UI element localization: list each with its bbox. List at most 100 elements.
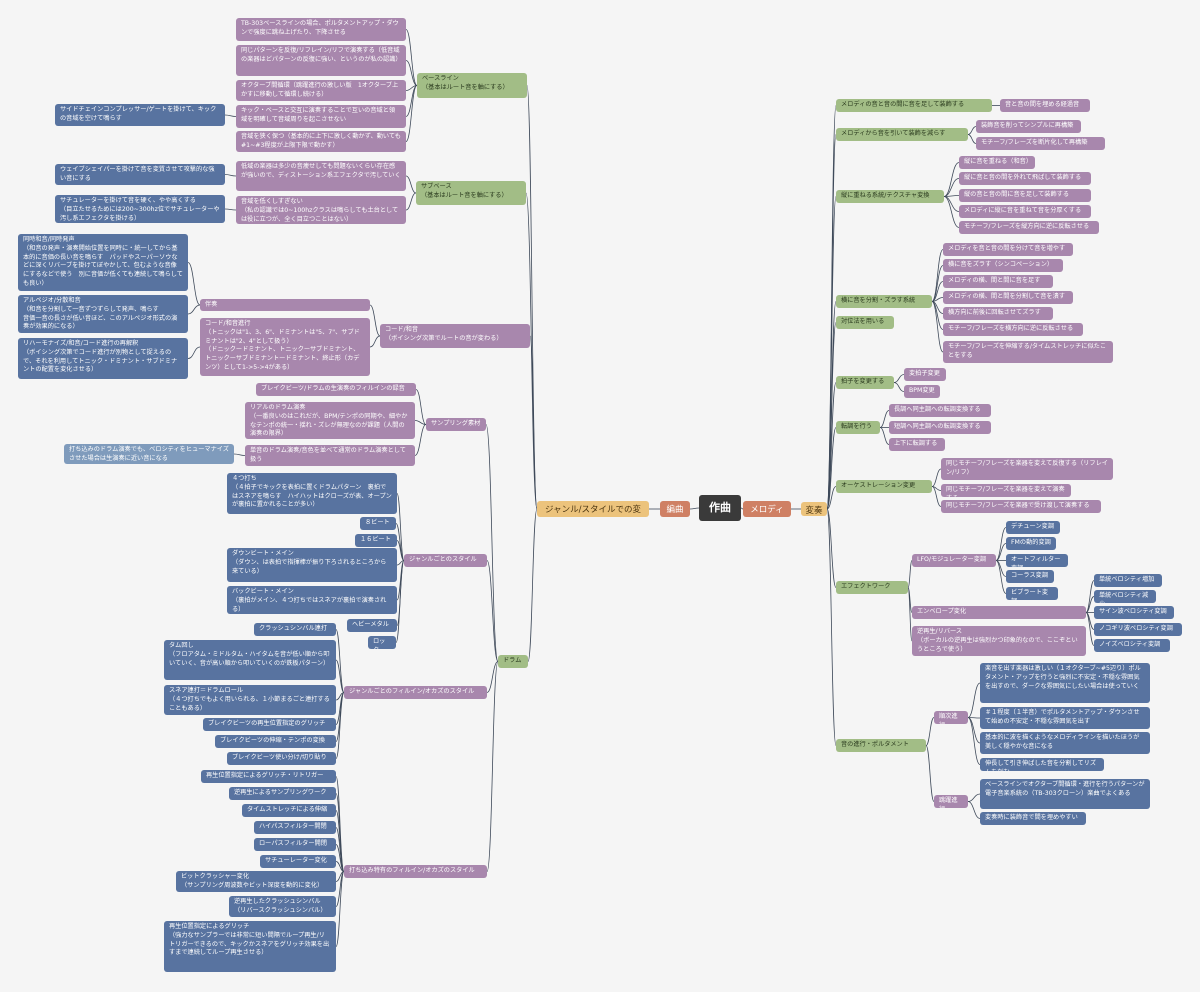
topic-node[interactable]: モチーフ/フレーズを縦方向に逆に反転させる [959,221,1099,234]
topic-node[interactable]: ハイパスフィルター開閉 [254,821,336,834]
topic-node[interactable]: 単統ベロシティ減少 [1094,590,1156,603]
topic-node[interactable]: サチューレーター変化 [260,855,336,868]
topic-node[interactable]: ジャンルごとのスタイル [404,554,487,567]
topic-node[interactable]: ドラム [498,655,528,668]
topic-node[interactable]: TB-303ベースラインの場合、ポルタメントアップ・ダウンで強度に跳ね上げたり、… [236,18,406,41]
topic-node[interactable]: 打ち込み特有のフィルイン/オカズのスタイル [344,865,487,878]
topic-node[interactable]: ノコギリ波ベロシティ変調 [1094,623,1182,636]
topic-node[interactable]: オクターブ間循環（跳躍進行の激しい版 1オクターブ上かすに移動して循環し続ける） [236,80,406,101]
topic-node[interactable]: メロディから音を引いて装飾を減らす [836,128,968,141]
topic-node[interactable]: 縦に音と音の間を外れて飛ばして装飾する [959,172,1091,185]
topic-node[interactable]: 短調へ同主調への転調変換する [889,421,991,434]
topic-node[interactable]: ノイズベロシティ変調 [1094,639,1170,652]
topic-node[interactable]: ウェイブシェイパーを掛けて音を変質させて攻撃的な強い音にする [55,164,225,185]
topic-node[interactable]: メロディの横、間と間に音を足す [943,275,1053,288]
topic-node[interactable]: ビットクラッシャー変化 （サンプリング周波数やビット深度を動的に変化） [176,871,336,892]
topic-node[interactable]: 音域を狭く保つ（基本的に上下に激しく動かず、動いても#1~#3程度が上限下限で動… [236,131,406,152]
topic-node[interactable]: ローパスフィルター開閉 [254,838,336,851]
topic-node[interactable]: サイン波ベロシティ変調 [1094,606,1174,619]
topic-node[interactable]: 変拍子変更 [904,368,946,381]
topic-node[interactable]: コード/和音進行 （トニックは"1、3、6"、ドミナントは"5、7"、サブドミナ… [200,318,370,376]
topic-node[interactable]: FMの動的変調 [1006,537,1056,550]
topic-node[interactable]: 音域を低くしすぎない （私の認識では0~100hzクラスは鳴らしても土台としては… [236,196,406,224]
topic-node[interactable]: サチュレーターを掛けて音を硬く、やや高くする （目立たせるためには200~300… [55,195,225,223]
topic-node[interactable]: ベースラインでオクターブ間循環・進行を行うパターンが電子音楽系統の（TB-303… [980,779,1150,809]
topic-node[interactable]: ジャンルごとのフィルイン/オカズのスタイル [344,686,487,699]
topic-node[interactable]: ８ビート [360,517,396,530]
topic-node[interactable]: オートフィルター変調 [1006,554,1068,567]
topic-node[interactable]: 変奏時に装飾音で間を埋めやすい [980,812,1086,825]
topic-node[interactable]: ＃１程度（１半音）でポルタメントアップ・ダウンさせて始めの不安定・不穏な雰囲気を… [980,707,1150,729]
topic-node[interactable]: モチーフ/フレーズを横方向に逆に反転させる [943,323,1083,336]
topic-node[interactable]: エフェクトワーク [836,581,908,594]
topic-node[interactable]: 再生位置指定によるグリッチ・リトリガー [201,770,336,783]
topic-node[interactable]: 逆再生/リバース （ボーカルの逆再生は強烈かつ印象的なので、ここぞというところで… [912,626,1086,656]
topic-node[interactable]: タイムストレッチによる伸縮 [242,804,336,817]
topic-node[interactable]: モチーフ/フレーズを断片化して再構築 [976,137,1105,150]
topic-node[interactable]: サイドチェインコンプレッサー/ゲートを掛けて、キックの音域を空けて鳴らす [55,104,225,126]
topic-node[interactable]: 基本的に波を描くようなメロディラインを描いたほうが美しく穏やかな音になる [980,732,1150,754]
topic-node[interactable]: メロディを音と音の間を分けて音を増やす [943,243,1073,256]
topic-node[interactable]: ダウンビート・メイン （ダウン、は表拍で指揮棒が振り下ろされるところから来ている… [227,548,397,582]
topic-node[interactable]: 同じモチーフ/フレーズを楽器で受け渡して演奏する [941,500,1101,513]
topic-node[interactable]: 楽音を出す楽器は激しい（１オクターブ~#5辺り）ポルタメント・アップを行うと強烈… [980,663,1150,703]
topic-node[interactable]: １６ビート [355,534,397,547]
topic-node[interactable]: 横に音をズラす（シンコペーション） [943,259,1063,272]
topic-node[interactable]: エンベロープ変化 [912,606,1086,619]
topic-node[interactable]: 跳躍進行 [934,795,968,808]
root-node[interactable]: 作曲 [699,495,741,521]
topic-node[interactable]: ベースライン （基本はルート音を軸にする） [417,73,527,98]
topic-node[interactable]: 同じモチーフ/フレーズを楽器を変えて反復する（リフレイン/リフ） [941,458,1113,480]
topic-node[interactable]: ブレイクビーツの再生位置指定のグリッチ [203,718,336,731]
topic-node[interactable]: リハーモナイズ/和音/コード進行の再解釈 （ボイシング次第でコード進行が別物とし… [18,338,188,379]
topic-node[interactable]: 長調へ同主調への転調変換する [889,404,991,417]
topic-node[interactable]: ブレイクビーツの伸縮・テンポの変換 [215,735,336,748]
topic-node[interactable]: 横に音を分割・ズラす系統 [836,295,932,308]
topic-node[interactable]: サンプリング素材 [426,418,486,431]
topic-node[interactable]: 伸長して引き伸ばした音を分割してリズムを刻む [980,758,1104,771]
topic-node[interactable]: 逆再生したクラッシュシンバル （リバースクラッシュシンバル） [229,896,336,917]
topic-node[interactable]: 再生位置指定によるグリッチ （強力なサンプラーでは非常に短い間隔でループ再生/リ… [164,921,336,972]
topic-node[interactable]: ブレイクビーツ使い分け/切り貼り [227,752,336,765]
topic-node[interactable]: BPM変更 [904,385,940,398]
topic-node[interactable]: 縦に重ねる系統/テクスチャ変換 [836,190,944,203]
topic-node[interactable]: デチューン変調 [1006,521,1060,534]
topic-node[interactable]: 音と音の間を埋める経過音 [1000,99,1090,112]
topic-node[interactable]: 上下に転調する [889,438,945,451]
topic-node[interactable]: ブレイクビーツ/ドラムの生演奏のフィルインの録音 [256,383,416,396]
topic-node[interactable]: アルペジオ/分散和音 （和音を分割して一音ずつずらして発声、鳴らす 音価一音の長… [18,295,188,333]
topic-node[interactable]: サブベース （基本はルート音を軸にする） [416,181,526,205]
topic-node[interactable]: メロディ [743,501,791,517]
topic-node[interactable]: オーケストレーション変更 [836,480,932,493]
topic-node[interactable]: ビブラート変調 [1006,587,1058,600]
topic-node[interactable]: 同じパターンを反復/リフレイン/リフで演奏する（低音域の楽器はどパターンの反復に… [236,45,406,76]
topic-node[interactable]: バックビート・メイン （裏拍がメイン、４つ打ちではスネアが裏拍で演奏される） [227,586,397,614]
topic-node[interactable]: 縦の音と音の間に音を足して装飾する [959,189,1091,202]
topic-node[interactable]: モチーフ/フレーズを伸縮する/タイムストレッチに似たことをする [943,341,1113,363]
topic-node[interactable]: ロック [368,636,396,649]
topic-node[interactable]: 音の進行・ポルタメント [836,739,926,752]
topic-node[interactable]: 対位法を用いる [836,316,894,329]
topic-node[interactable]: 低域の楽器は多少の音痩せしても問題ないくらい存在感が強いので、ディストーション系… [236,161,406,191]
topic-node[interactable]: スネア連打＝ドラムロール （４つ打ちでもよく用いられる、１小節まるごと連打するこ… [164,685,336,715]
topic-node[interactable]: 単統ベロシティ増加 [1094,574,1162,587]
topic-node[interactable]: メロディに縦に音を重ねて音を分厚くする [959,205,1091,218]
topic-node[interactable]: 単音のドラム演奏/音色を並べて通常のドラム演奏として扱う [245,445,415,466]
topic-node[interactable]: ジャンル/スタイルでの変更 [537,501,649,517]
topic-node[interactable]: クラッシュシンバル連打 [254,623,336,636]
topic-node[interactable]: LFO/モジュレーター変調 [912,554,996,567]
topic-node[interactable]: リアルのドラム演奏 （一番良いのはこれだが、BPM/テンポの同期や、細やかなテン… [245,402,415,439]
topic-node[interactable]: 打ち込みのドラム演奏でも、ベロシティをヒューマナイズさせた場合は生演奏に近い音に… [64,444,234,464]
topic-node[interactable]: 順次進行 [934,711,968,724]
topic-node[interactable]: 編曲 [660,501,690,517]
topic-node[interactable]: 転調を行う [836,421,880,434]
topic-node[interactable]: 同時和音/同時発声 （和音の発声・演奏開始位置を同時に・統一してから基本的に音価… [18,234,188,291]
topic-node[interactable]: 拍子を変更する [836,376,894,389]
topic-node[interactable]: ヘビーメタル [347,619,397,632]
topic-node[interactable]: コード/和音 （ボイシング次第でルートの音が変わる） [380,324,530,348]
topic-node[interactable]: タム回し （フロアタム・ミドルタム・ハイタムを音が低い順から叩いていく、音が高い… [164,640,336,680]
topic-node[interactable]: 装飾音を削ってシンプルに再構築 [976,120,1081,133]
topic-node[interactable]: キック・ベースと交互に演奏することで互いの音域と領域を明確して音域周りを起こさせ… [236,105,406,128]
topic-node[interactable]: 縦に音を重ねる（和音） [959,156,1035,169]
topic-node[interactable]: 伴奏 [200,299,370,311]
